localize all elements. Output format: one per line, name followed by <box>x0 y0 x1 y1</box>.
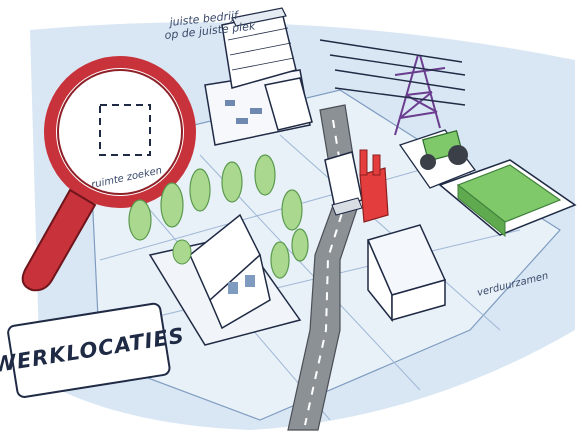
crop-field-icon <box>438 159 577 238</box>
tractor-icon <box>398 129 477 189</box>
truck-icon <box>324 151 363 216</box>
tree-icon <box>128 154 309 279</box>
office-building-icon <box>204 7 313 146</box>
factory-icon <box>359 149 389 223</box>
magnifier-icon <box>21 56 196 292</box>
office-building-small-icon <box>366 224 447 323</box>
power-lines <box>319 39 466 106</box>
page-title: WERKLOCATIES <box>0 323 187 378</box>
power-pylon-icon <box>394 54 446 136</box>
house-icon <box>148 213 302 346</box>
